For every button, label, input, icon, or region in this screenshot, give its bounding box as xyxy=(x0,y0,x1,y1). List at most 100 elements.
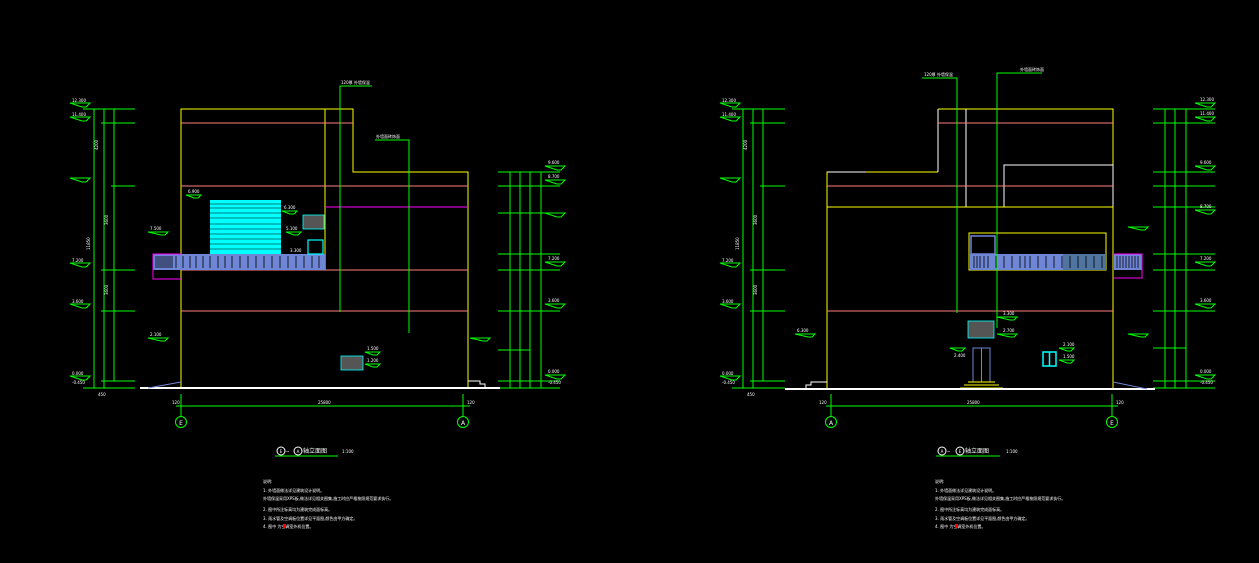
level-label: 11.400 xyxy=(722,112,736,117)
level-label: 3.600 xyxy=(722,299,734,304)
level-label: 9.600 xyxy=(1200,160,1212,165)
dim-text: 120 xyxy=(1116,400,1124,405)
ramp xyxy=(147,381,182,389)
title-text: 轴立面图 xyxy=(965,447,989,455)
level-mark: 1.500 xyxy=(1063,354,1075,359)
level-label: 11.400 xyxy=(1200,111,1214,116)
left-dimension-chain xyxy=(719,102,817,389)
level-label: 3.600 xyxy=(548,298,560,303)
scale-text: 1:100 xyxy=(1006,449,1018,454)
level-label: 9.600 xyxy=(548,160,560,165)
right-elevation: 12.300 11.400 7.200 3.600 0.000 -0.450 4… xyxy=(719,66,1217,529)
level-mark: 2.100 xyxy=(1063,342,1075,347)
ac-marker-icon xyxy=(283,524,286,528)
dim-text: 4200 xyxy=(743,139,748,150)
note-line: 外墙保温采用XPS板,做法详见相关图集,施工时应严格按照规范要求执行。 xyxy=(263,495,393,501)
level-label: 7.200 xyxy=(722,258,734,263)
ac-marker-icon xyxy=(955,524,958,528)
left-dimension-chain xyxy=(69,102,135,389)
level-label: 3.600 xyxy=(72,299,84,304)
ac-unit-vent xyxy=(967,320,995,339)
note-line: 4. 图中 为空调室外机位置。 xyxy=(935,523,985,529)
note-line: 1. 外墙面做法详见建筑设计说明。 xyxy=(935,487,996,493)
note-line: 3. 雨水管及空调板位置详见平面图,颜色由甲方确定。 xyxy=(935,515,1029,521)
level-mark: 7.500 xyxy=(150,226,162,231)
building-outline xyxy=(826,108,1114,388)
note-line: 1. 外墙面做法详见建筑设计说明。 xyxy=(263,487,324,493)
small-door xyxy=(307,239,324,255)
entry-door xyxy=(960,347,1003,389)
building-outline xyxy=(180,108,469,388)
level-label: 12.300 xyxy=(722,98,736,103)
level-mark: 1.200 xyxy=(367,358,379,363)
level-mark: 1.500 xyxy=(367,346,379,351)
level-label: 8.700 xyxy=(548,174,560,179)
title-text: 轴立面图 xyxy=(303,447,327,455)
dim-text: 25800 xyxy=(318,400,331,405)
dim-text: 11850 xyxy=(86,237,91,250)
dim-text: 450 xyxy=(747,392,755,397)
title-axis: E xyxy=(959,449,962,454)
side-steps xyxy=(805,381,827,388)
elevation-title: A E ~ 轴立面图 1:100 xyxy=(936,446,1018,457)
level-label: 3.600 xyxy=(1200,298,1212,303)
axis-bubble-label: E xyxy=(179,420,183,427)
balcony-railing xyxy=(968,232,1143,279)
dim-text: 3600 xyxy=(104,214,109,225)
dim-text: 120 xyxy=(467,400,475,405)
title-axis: E xyxy=(280,449,283,454)
notes-heading: 说明: xyxy=(935,478,944,484)
leader-lines xyxy=(922,72,1076,364)
note-line: 2. 图中所注标高均为建筑完成面标高。 xyxy=(263,506,332,512)
level-label: -0.450 xyxy=(1200,380,1213,385)
balcony-railing xyxy=(152,253,325,280)
leader-label: 120厚 外墙保温 xyxy=(924,71,953,77)
right-dimension-chain xyxy=(469,165,567,389)
note-line: 外墙保温采用XPS板,做法详见相关图集,施工时应严格按照规范要求执行。 xyxy=(935,495,1065,501)
note-line: 2. 图中所注标高均为建筑完成面标高。 xyxy=(935,506,1004,512)
level-mark: 6.300 xyxy=(284,205,296,210)
level-label: -0.450 xyxy=(548,380,561,385)
level-mark: 6.900 xyxy=(188,189,200,194)
dim-text: 3600 xyxy=(753,214,758,225)
leader-label: 外墙面砖饰面 xyxy=(376,133,400,139)
level-mark: 5.100 xyxy=(286,226,298,231)
dim-text: 450 xyxy=(98,392,106,397)
left-elevation: 12.300 11.400 7.200 3.600 0.000 -0.450 4… xyxy=(69,79,567,529)
cyan-louver-window xyxy=(210,200,281,254)
right-dimension-chain xyxy=(1127,102,1217,389)
level-label: 0.000 xyxy=(722,371,734,376)
level-label: 0.000 xyxy=(1200,369,1212,374)
notes: 说明: 1. 外墙面做法详见建筑设计说明。 外墙保温采用XPS板,做法详见相关图… xyxy=(263,478,393,529)
level-label: 11.400 xyxy=(72,112,86,117)
axis-bubble-label: A xyxy=(829,420,834,427)
notes-heading: 说明: xyxy=(263,478,272,484)
dim-text: 11850 xyxy=(735,237,740,250)
elevation-title: E A ~ 轴立面图 1:100 xyxy=(275,446,354,457)
leader-label: 外墙面砖饰面 xyxy=(1020,66,1044,72)
level-label: -0.450 xyxy=(72,380,85,385)
svg-text:~: ~ xyxy=(286,449,289,454)
level-label: 7.200 xyxy=(72,258,84,263)
level-label: 0.000 xyxy=(72,371,84,376)
level-mark: 6.300 xyxy=(797,328,809,333)
level-mark: 3.300 xyxy=(1003,311,1015,316)
ramp xyxy=(1112,381,1148,390)
horizontal-dimension xyxy=(175,394,470,428)
svg-text:~: ~ xyxy=(947,449,950,454)
entry-steps xyxy=(468,380,486,388)
scale-text: 1:100 xyxy=(342,449,354,454)
title-axis: A xyxy=(941,449,944,454)
title-axis: A xyxy=(297,449,300,454)
leader-lines xyxy=(147,85,410,368)
note-line: 4. 图中 为空调室外机位置。 xyxy=(263,523,313,529)
level-mark: 2.100 xyxy=(150,332,162,337)
dim-text: 3600 xyxy=(753,284,758,295)
level-mark: 2.700 xyxy=(1003,328,1015,333)
leader-label: 120厚 外墙保温 xyxy=(341,79,370,85)
level-label: 12.300 xyxy=(72,98,86,103)
horizontal-dimension xyxy=(825,394,1118,428)
level-mark: 3.300 xyxy=(290,248,302,253)
dim-text: 120 xyxy=(172,400,180,405)
